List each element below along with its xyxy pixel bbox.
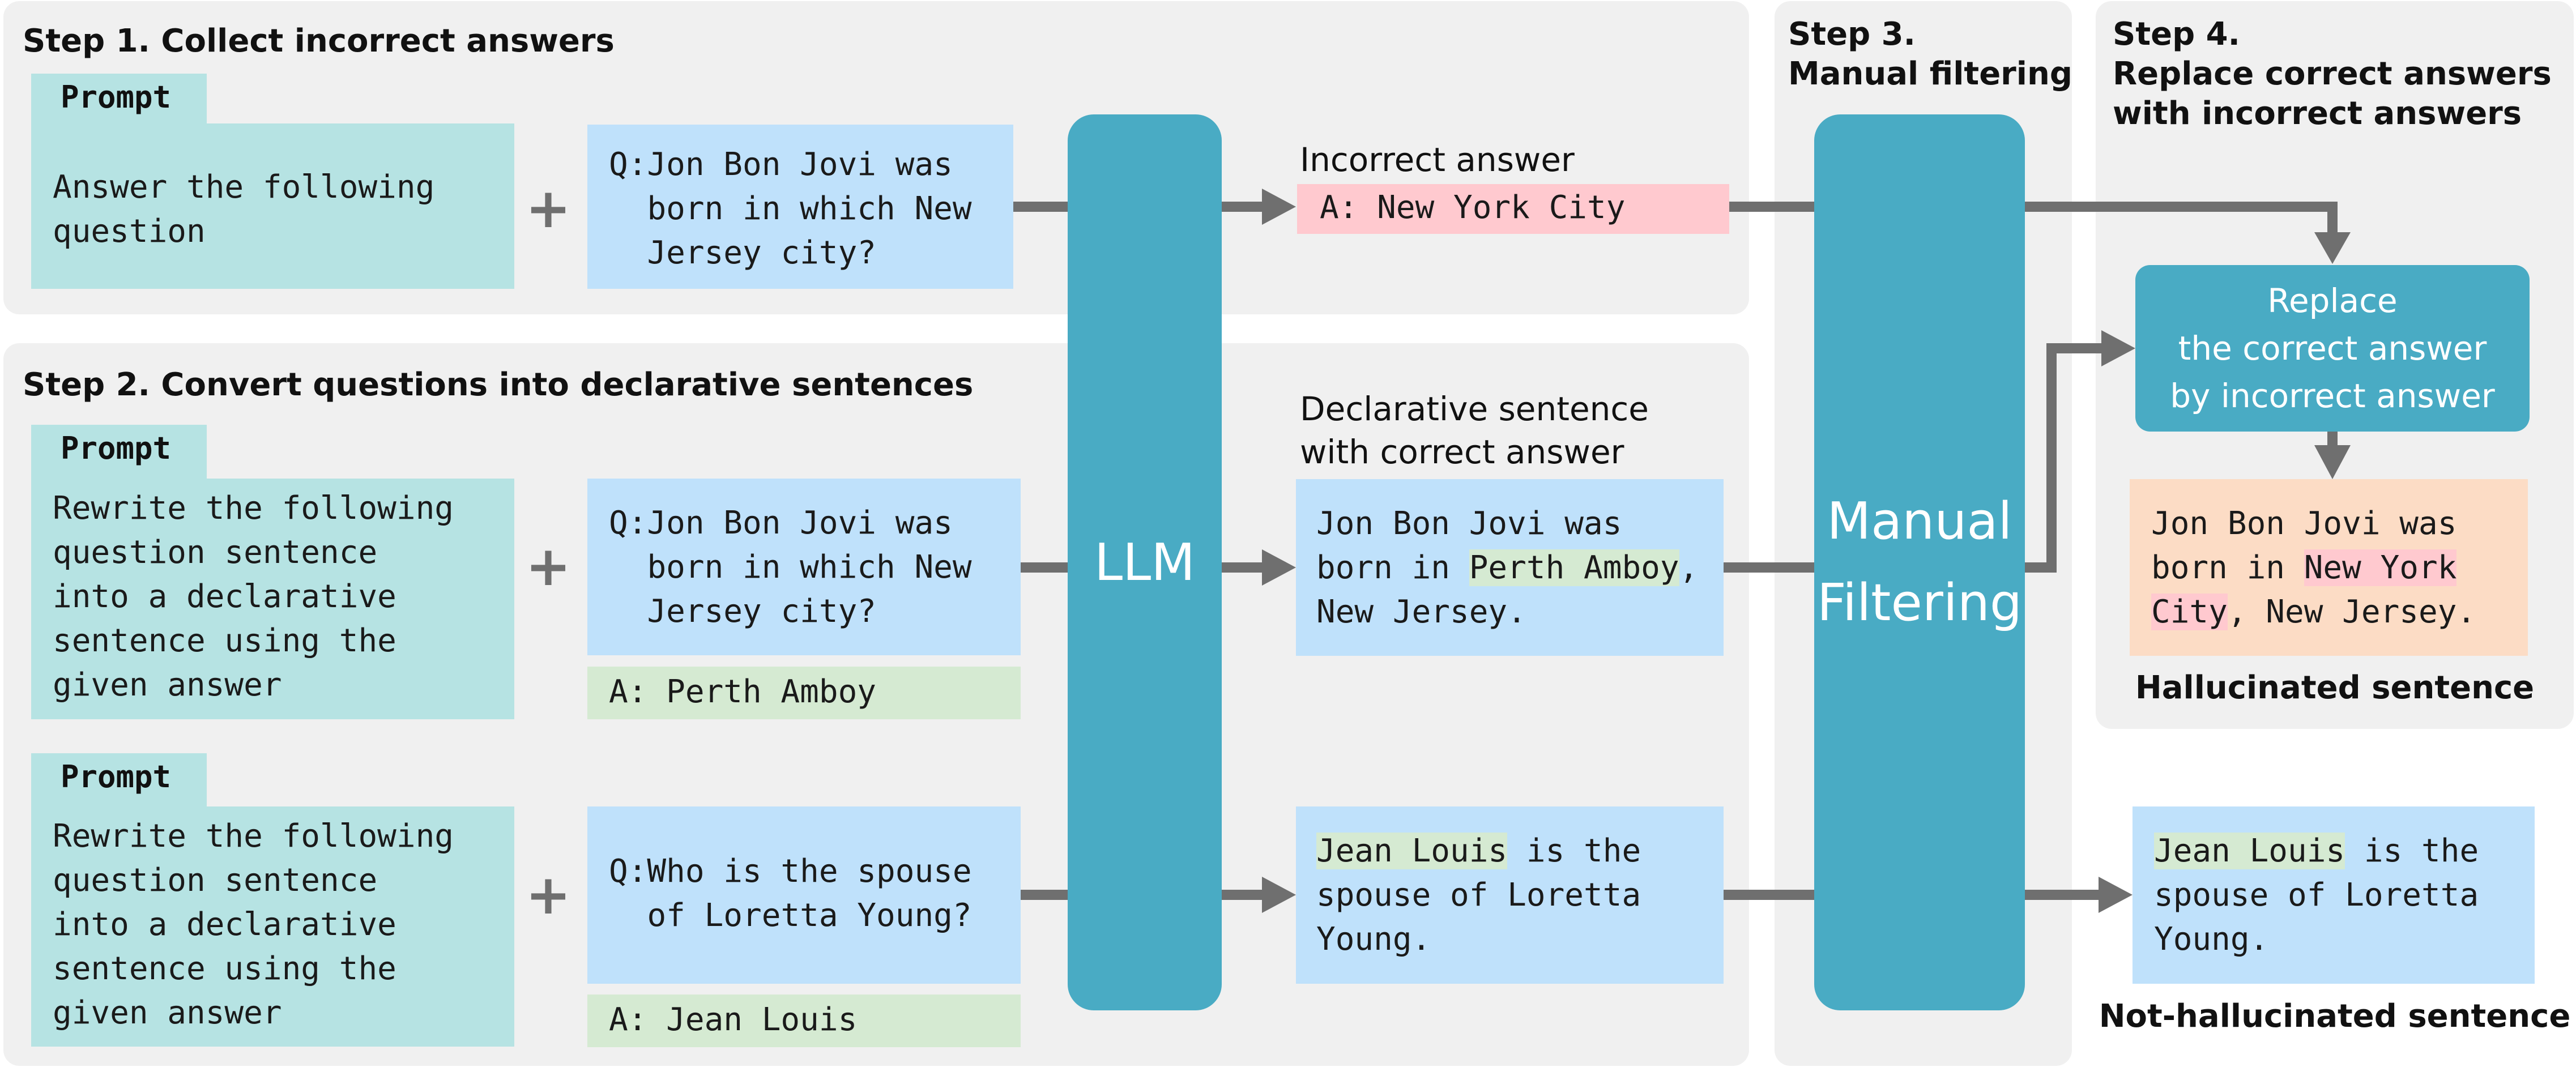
prompt-box-row3: Rewrite the following question sentence …	[31, 806, 514, 1047]
arrowhead	[2314, 445, 2351, 479]
prompt-tab: Prompt	[31, 425, 207, 479]
question-box-row1: Q:Jon Bon Jovi was born in which New Jer…	[587, 125, 1013, 289]
declarative-box: Jon Bon Jovi was born in Perth Amboy, Ne…	[1296, 479, 1724, 656]
arrowhead	[2101, 330, 2135, 366]
hallucinated-text-end: , New Jersey.	[2227, 594, 2476, 630]
manual-filtering-block: Manual Filtering	[1814, 114, 2025, 1010]
plus-icon: +	[525, 177, 572, 240]
answer-box-row3: A: Jean Louis	[587, 995, 1021, 1047]
declarative-box-row3: Jean Louis is the spouse of Loretta Youn…	[1296, 806, 1724, 984]
question-box-row2: Q:Jon Bon Jovi was born in which New Jer…	[587, 479, 1021, 655]
answer-box-row2: A: Perth Amboy	[587, 667, 1021, 719]
correct-answer-highlight: Perth Amboy	[1469, 549, 1679, 586]
answer-highlight-final: Jean Louis	[2154, 833, 2345, 869]
hallucinated-sentence-box: Jon Bon Jovi was born in New York City, …	[2130, 479, 2528, 656]
arrow-line	[2025, 202, 2338, 238]
prompt-box-row1: Answer the following question	[31, 123, 514, 289]
arrowhead	[2314, 232, 2351, 264]
not-hallucinated-sentence-box: Jean Louis is the spouse of Loretta Youn…	[2133, 806, 2535, 984]
question-box-row3: Q:Who is the spouse of Loretta Young?	[587, 806, 1021, 984]
plus-icon: +	[525, 863, 572, 927]
arrowhead	[1262, 877, 1296, 913]
arrowhead	[1262, 549, 1296, 586]
step3-title: Step 3. Manual filtering	[1788, 16, 2072, 92]
not-hallucinated-caption: Not-hallucinated sentence	[2099, 998, 2571, 1035]
incorrect-answer-box: A: New York City	[1297, 184, 1729, 234]
not-hallucinated-text: is the spouse of Loretta Young.	[2154, 833, 2479, 958]
incorrect-answer-label: Incorrect answer	[1300, 140, 1575, 179]
declarative-text-end: , New Jersey.	[1316, 549, 1699, 630]
plus-icon: +	[525, 535, 572, 598]
step4-title: Step 4. Replace correct answers with inc…	[2113, 16, 2552, 132]
declarative-label: Declarative sentence with correct answer	[1300, 390, 1649, 471]
step1-title: Step 1. Collect incorrect answers	[23, 23, 615, 59]
arrow-line	[2025, 343, 2104, 573]
answer-highlight-row3: Jean Louis	[1316, 833, 1508, 869]
prompt-tab: Prompt	[31, 753, 207, 808]
step2-title: Step 2. Convert questions into declarati…	[23, 366, 974, 403]
arrowhead	[2099, 877, 2133, 913]
replace-block: Replace the correct answer by incorrect …	[2135, 265, 2530, 432]
llm-block: LLM	[1068, 114, 1222, 1010]
arrowhead	[1262, 189, 1296, 225]
prompt-box-row2: Rewrite the following question sentence …	[31, 479, 514, 719]
hallucinated-text: Jon Bon Jovi was born in	[2151, 505, 2457, 586]
prompt-tab: Prompt	[31, 74, 207, 125]
declarative-text: Jon Bon Jovi was born in	[1316, 505, 1622, 586]
declarative-text-row3: is the spouse of Loretta Young.	[1316, 833, 1641, 958]
hallucinated-caption: Hallucinated sentence	[2135, 669, 2535, 706]
